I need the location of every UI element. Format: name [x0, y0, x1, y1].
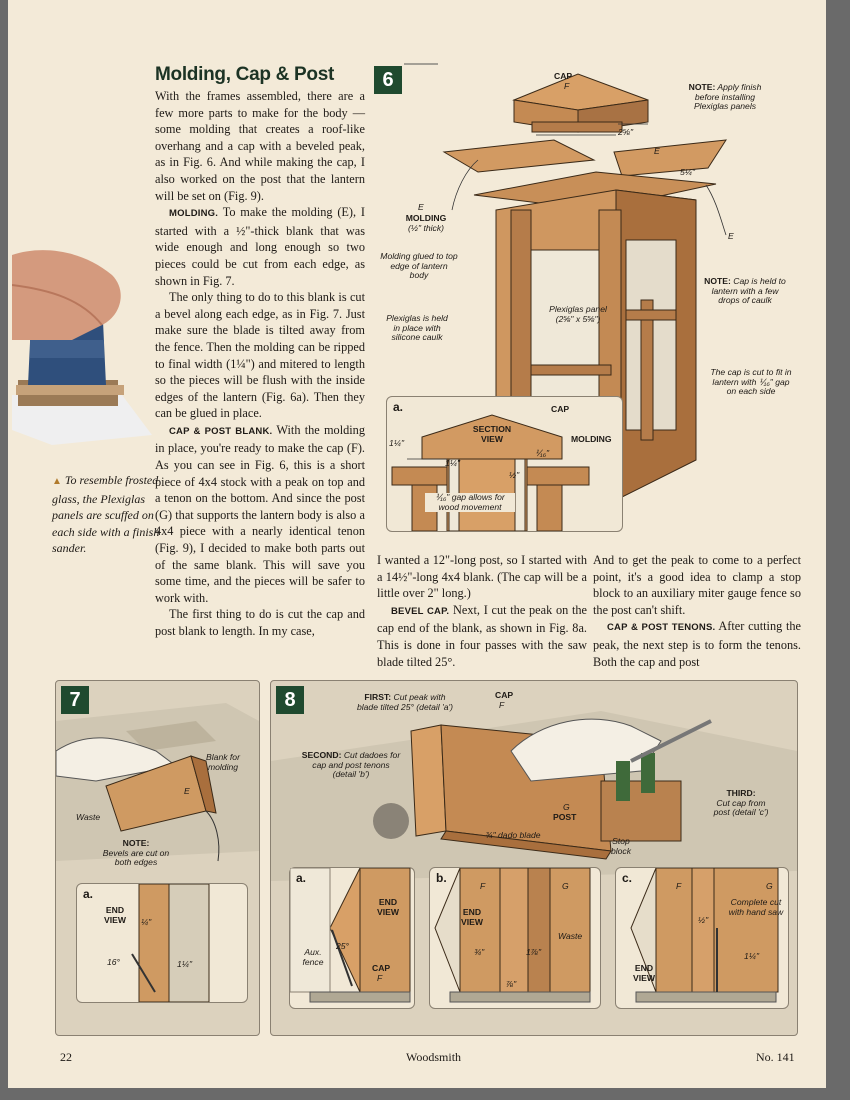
page-number: 22	[60, 1050, 72, 1064]
subhead-cap-post-blank: CAP & POST BLANK.	[169, 425, 273, 437]
paragraph: The first thing to do is cut the cap and…	[155, 607, 365, 638]
fig8-second-step: SECOND: Cut dadoes for cap and post teno…	[301, 750, 401, 779]
detail-g-badge: G	[766, 881, 773, 891]
router-photo	[12, 245, 152, 455]
detail-g-badge: G	[562, 881, 569, 891]
dim-label: 1¼"	[177, 959, 192, 969]
fig8-post-label: POST	[553, 812, 577, 822]
gap-note: ⅟₁₆" gap allows for wood movement	[425, 492, 515, 512]
fig6-detail-a: a. SECTION VIEW CAP MOLDING 1¼" 1¼" ⅟₁₆"…	[386, 396, 623, 532]
fig-7-panel: Blank for molding Waste E NOTE:Bevels ar…	[55, 680, 260, 1036]
issue-number: No. 141	[756, 1050, 795, 1064]
dim-label: 16°	[107, 957, 120, 967]
fig7-detail-a: a. END VIEW ¼" 16° 1¼"	[76, 883, 248, 1003]
detail-letter: a.	[296, 871, 307, 885]
article-title: Molding, Cap & Post	[155, 64, 335, 85]
dim-label: 1¼"	[445, 458, 460, 468]
fig6-cap-dim: 2⅝"	[618, 127, 633, 137]
fig8-dado-label: ¾" dado blade	[485, 830, 541, 840]
article-column-2: I wanted a 12"-long post, so I started w…	[377, 552, 587, 670]
dim-label: 1¼"	[389, 438, 404, 448]
fig6-e-badge: E	[418, 202, 424, 212]
fig8-detail-b: b. F G END VIEW Waste ¾" 1⅞" ⅞"	[429, 867, 601, 1009]
fig6-molding-dim: 5¼"	[680, 167, 695, 177]
dim-label: ¾"	[474, 947, 485, 957]
subhead-bevel-cap: BEVEL CAP.	[391, 605, 450, 617]
article-column-3: And to get the peak to come to a perfect…	[593, 552, 801, 670]
section-view-label: SECTION VIEW	[472, 424, 512, 444]
fig8-g-badge: G	[563, 802, 570, 812]
end-view-label: END VIEW	[377, 897, 399, 917]
fig7-blank-label: Blank for molding	[206, 752, 240, 772]
paragraph: To make the molding (E), I started with …	[155, 205, 365, 288]
detail-molding-label: MOLDING	[571, 434, 612, 444]
dim-label: 1⅞"	[526, 947, 541, 957]
magazine-page: Molding, Cap & Post With the frames asse…	[8, 0, 826, 1088]
end-view-label: END VIEW	[461, 907, 483, 927]
dim-label: ¼"	[141, 917, 152, 927]
end-view-label: END VIEW	[104, 905, 126, 925]
fig6-finish-note: NOTE: Apply finish before installing Ple…	[688, 82, 762, 111]
detail-cap-label: CAP	[551, 404, 570, 414]
detail-f-badge: F	[377, 973, 383, 983]
fig-8-panel: FIRST: Cut peak with blade tilted 25° (d…	[270, 680, 798, 1036]
triangle-icon: ▲	[52, 476, 62, 487]
waste-label: Waste	[558, 931, 583, 941]
fig7-e-badge: E	[184, 786, 190, 796]
detail-f-badge: F	[676, 881, 682, 891]
detail-cap-label: CAP	[372, 963, 391, 973]
fig6-molding-glued: Molding glued to top edge of lantern bod…	[380, 251, 458, 280]
detail-letter: b.	[436, 871, 447, 885]
subhead-cap-post-tenons: CAP & POST TENONS.	[607, 622, 716, 634]
article-column-1: With the frames assembled, there are a f…	[155, 88, 365, 640]
dim-label: ½"	[509, 470, 520, 480]
paragraph: And to get the peak to come to a perfect…	[593, 553, 801, 617]
fig-8-number: 8	[276, 686, 304, 714]
fig6-molding-label: MOLDING	[405, 213, 447, 223]
fig6-e-badge: E	[728, 231, 734, 241]
detail-letter: c.	[622, 871, 633, 885]
magazine-name: Woodsmith	[406, 1050, 462, 1064]
dim-label: ½"	[698, 915, 709, 925]
fig7-note: NOTE:Bevels are cut on both edges	[102, 838, 170, 867]
paragraph: With the molding in place, you're ready …	[155, 422, 365, 605]
fig6-molding-thick: (½" thick)	[408, 223, 444, 233]
fig6-plexi-held: Plexiglas is held in place with silicone…	[386, 313, 448, 342]
dim-label: ⅞"	[506, 979, 517, 989]
fig6-e-badge: E	[654, 146, 660, 156]
detail-letter: a.	[393, 400, 404, 414]
fig8-detail-a: a. END VIEW 25° Aux. fence CAP F	[289, 867, 415, 1009]
fig6-plexi-panel: Plexiglas panel (2⅝" x 5⅝")	[549, 304, 607, 324]
end-view-label: END VIEW	[633, 963, 655, 983]
fig7-waste-label: Waste	[76, 812, 101, 822]
aux-fence-label: Aux. fence	[302, 947, 324, 967]
fig8-f-badge: F	[499, 700, 505, 710]
fig6-cap-cut: The cap is cut to fit in lantern with ⅟₁…	[710, 367, 792, 396]
fig8-detail-c: c. F G Complete cut with hand saw ½" 1¼"…	[615, 867, 789, 1009]
subhead-molding: MOLDING.	[169, 208, 219, 220]
fig6-f-badge: F	[564, 81, 570, 91]
fig-6-number: 6	[374, 66, 402, 94]
fig8-first-step: FIRST: Cut peak with blade tilted 25° (d…	[356, 692, 454, 712]
fig6-cap-note: NOTE: Cap is held to lantern with a few …	[704, 276, 786, 305]
paragraph: With the frames assembled, there are a f…	[155, 89, 365, 203]
photo-caption: ▲To resemble frosted glass, the Plexigla…	[52, 473, 160, 555]
paragraph: Next, I cut the peak on the cap end of t…	[377, 602, 587, 669]
fig8-stop-label: Stop block	[610, 836, 632, 856]
detail-letter: a.	[83, 887, 94, 901]
complete-cut-note: Complete cut with hand saw	[728, 897, 784, 917]
fig8-third-step: THIRD:Cut cap from post (detail 'c')	[713, 788, 769, 817]
dim-label: 1¼"	[744, 951, 759, 961]
detail-f-badge: F	[480, 881, 486, 891]
fig8-cap-label: CAP	[495, 690, 514, 700]
fig-7-number: 7	[61, 686, 89, 714]
dim-label: ⅟₁₆"	[535, 448, 550, 458]
dim-label: 25°	[336, 941, 349, 951]
paragraph: After cutting the peak, the next step is…	[593, 619, 801, 669]
paragraph: The only thing to do to this blank is cu…	[155, 290, 365, 421]
paragraph: I wanted a 12"-long post, so I started w…	[377, 553, 587, 601]
fig6-cap-label: CAP	[554, 71, 573, 81]
